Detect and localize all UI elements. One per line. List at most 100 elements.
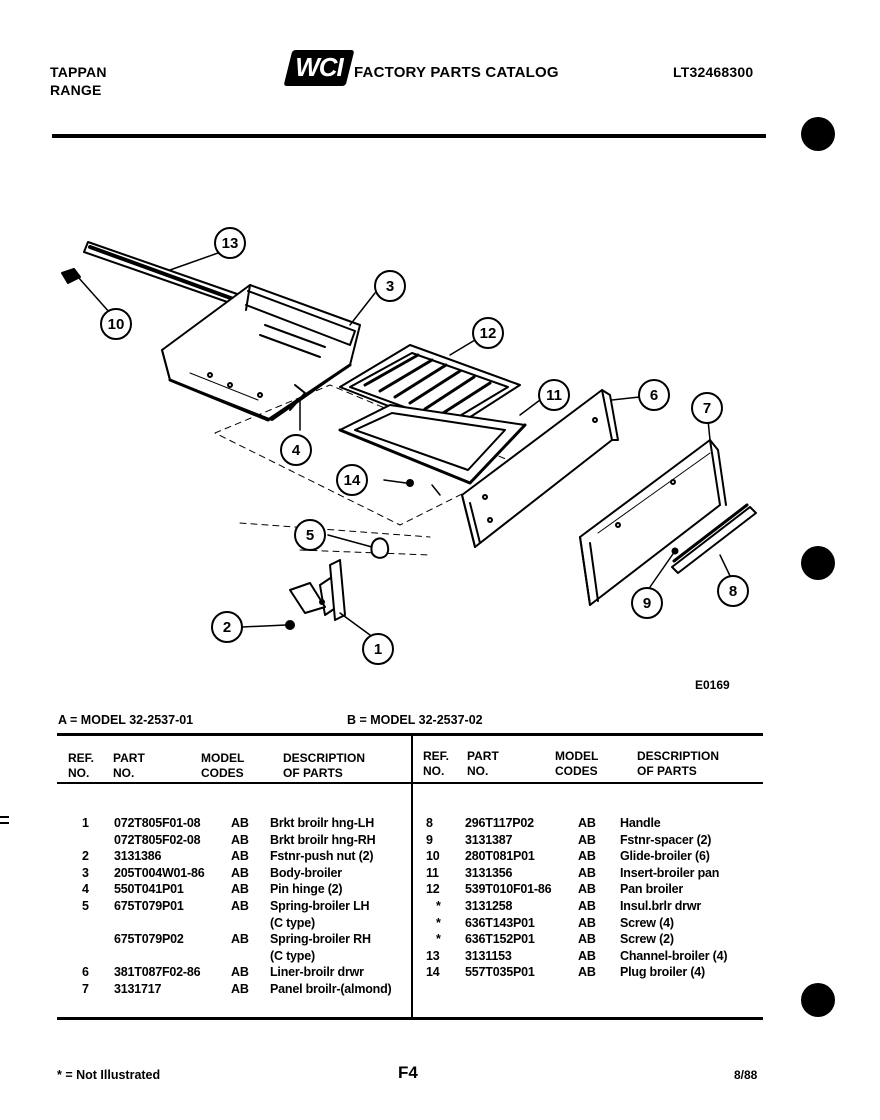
model-code-cell: AB — [231, 832, 249, 847]
binder-hole — [801, 546, 835, 580]
model-code-cell: AB — [231, 982, 249, 996]
part-number-cell: 636T143P01 — [465, 915, 535, 930]
ref-cell: * — [436, 932, 441, 947]
description-cell: Brkt broilr hng-LH — [270, 816, 375, 830]
part-number-cell: 3131387 — [465, 832, 513, 847]
wci-logo: WCI — [283, 50, 355, 86]
description-cell: Screw (4) — [620, 915, 674, 930]
description-cell: Insul.brlr drwr — [620, 899, 702, 913]
model-code-cell: AB — [231, 899, 249, 913]
part-number-cell: 072T805F02-08 — [114, 832, 201, 847]
description-cell: Panel broilr-(almond) — [270, 982, 392, 996]
model-a-label: A = MODEL 32-2537-01 — [58, 713, 194, 727]
binder-hole — [801, 117, 835, 151]
part-number-cell: 557T035P01 — [465, 965, 535, 980]
table-bottom-rule — [57, 1017, 763, 1020]
part-number-cell: 636T152P01 — [465, 932, 535, 947]
description-cell: Channel-broiler (4) — [620, 948, 728, 963]
description-cell: (C type) — [270, 915, 315, 930]
broiler-body-part — [161, 284, 361, 422]
model-code-cell: AB — [578, 832, 596, 847]
model-code-cell: AB — [578, 899, 596, 913]
ref-cell: 11 — [426, 865, 439, 880]
model-code-cell: AB — [231, 865, 249, 880]
model-code-cell: AB — [578, 965, 596, 980]
ref-cell: 6 — [82, 965, 89, 980]
ref-cell: 1 — [82, 816, 89, 830]
model-code-cell: AB — [578, 932, 596, 947]
table-column-divider — [411, 735, 413, 1018]
push-nut-part — [285, 620, 295, 630]
description-cell: Spring-broiler RH — [270, 932, 371, 947]
model-code-cell: AB — [578, 849, 596, 864]
callout-label: 14 — [344, 472, 361, 489]
scan-mark — [0, 816, 9, 818]
callout-label: 2 — [223, 619, 231, 636]
part-number-cell: 381T087F02-86 — [114, 965, 201, 980]
ref-cell: * — [436, 915, 441, 930]
catalog-number: LT32468300 — [673, 64, 754, 80]
callout-label: 12 — [480, 325, 497, 342]
ref-cell: 7 — [82, 982, 89, 996]
model-code-cell: AB — [578, 948, 596, 963]
model-b-label: B = MODEL 32-2537-02 — [347, 713, 483, 727]
part-number-cell: 539T010F01-86 — [465, 882, 552, 897]
model-code-cell: AB — [231, 849, 249, 864]
callout-label: 3 — [386, 278, 394, 295]
page-number: F4 — [398, 1063, 418, 1082]
description-cell: Pin hinge (2) — [270, 882, 343, 897]
ref-cell: 12 — [426, 882, 440, 897]
part-number-cell: 280T081P01 — [465, 849, 535, 864]
callout-label: 6 — [650, 387, 658, 404]
revision-date: 8/88 — [734, 1068, 758, 1082]
ref-no-header: REF.NO. — [423, 749, 450, 778]
part-number-cell: 296T117P02 — [465, 816, 534, 830]
callout-label: 1 — [374, 641, 382, 658]
part-number-cell: 072T805F01-08 — [114, 816, 201, 830]
callout-label: 4 — [292, 442, 301, 459]
description-cell: Fstnr-push nut (2) — [270, 849, 374, 864]
glide-part — [61, 268, 81, 284]
callout-label: 8 — [729, 583, 737, 600]
model-code-cell: AB — [231, 965, 249, 980]
model-code-cell: AB — [578, 816, 596, 830]
description-cell: Handle — [620, 816, 661, 830]
callout-label: 13 — [222, 235, 239, 252]
description-cell: Glide-broiler (6) — [620, 849, 710, 864]
brand-line-2: RANGE — [50, 82, 102, 98]
description-cell: Pan broiler — [620, 882, 684, 897]
broiler-insert-part — [338, 404, 527, 485]
description-cell: Plug broiler (4) — [620, 965, 706, 980]
catalog-title: FACTORY PARTS CATALOG — [354, 64, 559, 81]
table-header-rule — [57, 782, 763, 784]
part-number-cell: 550T041P01 — [114, 882, 184, 897]
callout-label: 11 — [546, 387, 562, 404]
part-number-cell: 3131386 — [114, 849, 162, 864]
description-cell: (C type) — [270, 948, 315, 963]
logo-text: WCI — [295, 52, 344, 82]
ref-cell: 2 — [82, 849, 89, 864]
ref-cell: 3 — [82, 865, 89, 880]
header-rule — [52, 134, 766, 138]
part-number-cell: 205T004W01-86 — [114, 865, 205, 880]
ref-cell: 5 — [82, 899, 89, 913]
part-number-cell: 675T079P01 — [114, 899, 184, 913]
part-number-cell: 3131356 — [465, 865, 513, 880]
table-top-rule — [57, 733, 763, 736]
callout-label: 9 — [643, 595, 651, 612]
liner-drawer-part — [461, 389, 619, 548]
model-code-cell: AB — [231, 932, 249, 947]
brand-line-1: TAPPAN — [50, 64, 107, 80]
part-number-cell: 3131153 — [465, 948, 512, 963]
scan-mark — [0, 822, 9, 824]
description-cell: Body-broiler — [270, 865, 342, 880]
handle-part — [671, 506, 757, 574]
spring-part — [370, 537, 390, 559]
callout-label: 5 — [306, 527, 314, 544]
